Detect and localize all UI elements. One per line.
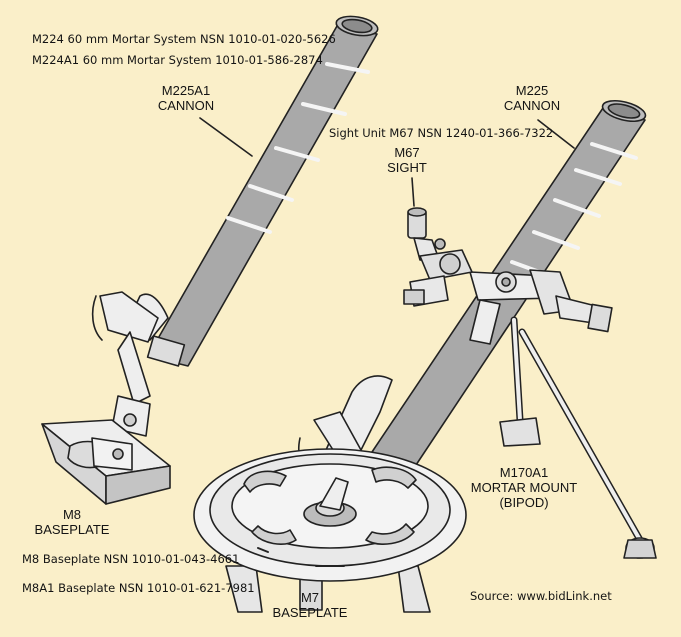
m225-cannon-drawing — [298, 99, 647, 487]
sight-unit-nsn-text: Sight Unit M67 NSN 1240-01-366-7322 — [329, 126, 554, 140]
m170a1-bipod-drawing — [469, 269, 657, 559]
m8a1-baseplate-nsn-text: M8A1 Baseplate NSN 1010-01-621-7981 — [22, 581, 255, 595]
m225a1-leader-line — [199, 117, 253, 157]
m225-leader-line — [537, 119, 575, 149]
callout-line: M67 — [394, 145, 420, 160]
m225a1-cannon-drawing — [91, 15, 379, 437]
source-credit: Source: www.bidLink.net — [470, 589, 612, 603]
m67-sight-drawing — [403, 207, 473, 307]
callout-line: MORTAR MOUNT — [470, 479, 578, 495]
callout-line: CANNON — [157, 97, 215, 113]
m225-cannon-callout: M225 CANNON — [503, 83, 561, 114]
m8-baseplate-nsn-text: M8 Baseplate NSN 1010-01-043-4661 — [22, 552, 240, 566]
m67-sight-callout: M67 SIGHT — [387, 145, 427, 176]
m225a1-cannon-callout: M225A1 CANNON — [157, 83, 215, 114]
m7-baseplate-drawing — [193, 448, 467, 613]
callout-line: BASEPLATE — [272, 604, 348, 620]
callout-line: (BIPOD) — [499, 494, 549, 510]
callout-line: M225 — [515, 83, 549, 98]
m7-baseplate-callout: M7 BASEPLATE — [272, 590, 348, 621]
callout-line: BASEPLATE — [34, 521, 110, 537]
callout-line: M8 — [62, 507, 82, 522]
m8-baseplate-callout: M8 BASEPLATE — [34, 507, 110, 538]
callout-line: M225A1 — [161, 83, 211, 98]
callout-line: M7 — [300, 590, 320, 605]
m8-baseplate-drawing — [41, 419, 171, 505]
callout-line: SIGHT — [387, 159, 427, 175]
m224a1-nsn-text: M224A1 60 mm Mortar System 1010-01-586-2… — [32, 53, 323, 67]
m224-nsn-text: M224 60 mm Mortar System NSN 1010-01-020… — [32, 32, 336, 46]
callout-line: CANNON — [503, 97, 561, 113]
callout-line: M170A1 — [499, 465, 549, 480]
m170a1-mount-callout: M170A1 MORTAR MOUNT (BIPOD) — [470, 465, 578, 511]
m67-leader-line — [411, 177, 415, 207]
